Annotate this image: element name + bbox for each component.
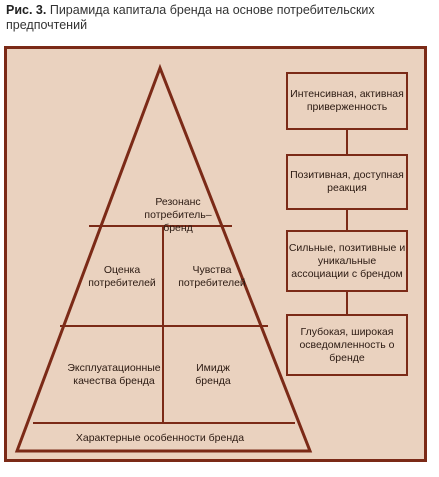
stage-box-1: Интенсивная, активная приверженность — [286, 72, 408, 130]
pyramid-top-label: Резонанс потребитель–бренд — [144, 196, 212, 234]
stage-box-4: Глубокая, широкая осведомленность о брен… — [286, 314, 408, 376]
stage-connector — [346, 130, 348, 154]
stage-box-3: Сильные, позитивные и уникальные ассоциа… — [286, 230, 408, 292]
stage-box-2: Позитивная, доступная реакция — [286, 154, 408, 210]
brand-pyramid — [14, 63, 313, 453]
pyramid-lower-right-label: Имидж бренда — [195, 362, 231, 387]
figure-number: Рис. 3. — [6, 3, 47, 17]
pyramid-middle-left-label: Оценка потребителей — [88, 264, 156, 289]
stage-connector — [346, 210, 348, 230]
stage-connector — [346, 292, 348, 314]
figure-caption: Рис. 3. Пирамида капитала бренда на осно… — [6, 3, 426, 33]
pyramid-lower-left-label: Эксплуатационные качества бренда — [67, 362, 161, 387]
pyramid-middle-right-label: Чувства потребителей — [178, 264, 246, 289]
pyramid-base-label: Характерные особенности бренда — [75, 432, 245, 444]
figure-title: Пирамида капитала бренда на основе потре… — [6, 3, 375, 32]
